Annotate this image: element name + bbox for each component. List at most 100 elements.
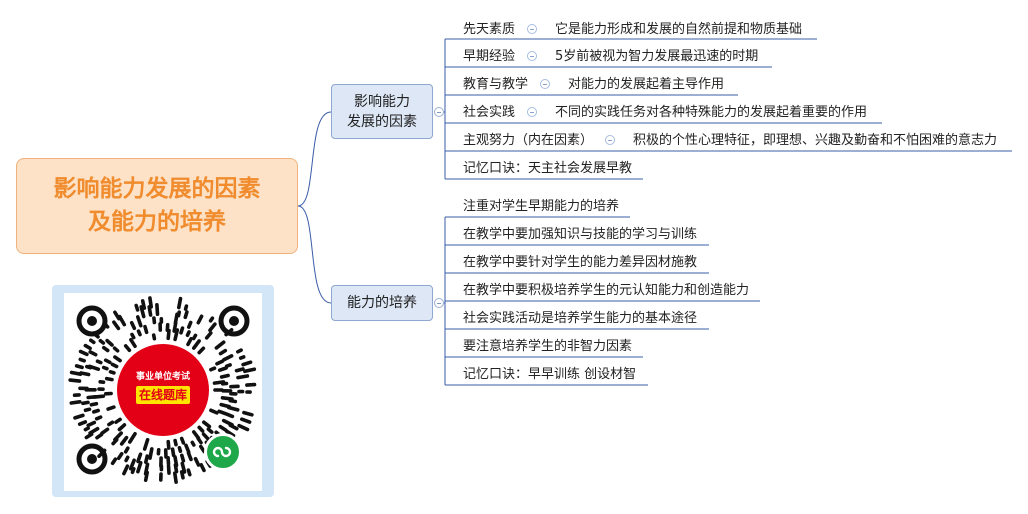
qr-dash [139, 305, 146, 319]
qr-dash [187, 320, 193, 329]
qr-dash [228, 398, 238, 404]
qr-dash [78, 357, 87, 363]
qr-dash [143, 470, 149, 482]
leaf-social-activity[interactable]: 社会实践活动是培养学生能力的基本途径 [463, 310, 697, 328]
qr-dash [122, 464, 130, 476]
leaf-note: 积极的个性心理特征，即理想、兴趣及勤奋和不怕困难的意志力 [633, 133, 998, 148]
collapse-icon[interactable] [605, 135, 616, 145]
qr-dash [142, 437, 150, 451]
qr-dash [106, 405, 116, 411]
collapse-icon[interactable] [540, 79, 551, 89]
qr-dash [218, 348, 228, 356]
qr-finder-ring [76, 443, 108, 475]
leaf-label: 社会实践活动是培养学生能力的基本途径 [463, 311, 698, 326]
leaf-innate-quality[interactable]: 先天素质它是能力形成和发展的自然前提和物质基础 [463, 21, 802, 39]
qr-dash [100, 427, 110, 435]
qr-dash [130, 467, 136, 475]
qr-dash [166, 439, 171, 450]
qr-dash [112, 346, 120, 353]
qr-dash [79, 371, 91, 377]
qr-dash [238, 355, 246, 360]
qr-dash [110, 362, 119, 369]
root-to-cultivation-line [297, 205, 332, 304]
qr-dash [147, 305, 153, 317]
qr-dash [117, 423, 127, 432]
qr-dash [208, 316, 215, 323]
qr-dash [245, 382, 257, 387]
qr-dash [128, 458, 136, 471]
leaf-label: 记忆口诀：早早训练 创设材智 [463, 367, 637, 382]
qr-dash [83, 343, 92, 351]
root-topic-line2: 及能力的培养 [88, 209, 226, 235]
qr-dash [186, 468, 192, 477]
qr-dash [173, 438, 178, 447]
qr-dash [123, 344, 132, 353]
collapse-icon[interactable] [527, 24, 538, 34]
collapse-icon[interactable] [527, 51, 538, 61]
qr-dash [208, 322, 217, 333]
qr-dash [222, 354, 234, 362]
collapse-icon[interactable] [434, 107, 444, 117]
collapse-icon[interactable] [527, 107, 538, 117]
qr-dash [196, 314, 204, 325]
qr-dash [202, 420, 212, 429]
root-topic[interactable]: 影响能力发展的因素 及能力的培养 [16, 158, 298, 254]
qr-dash [83, 407, 92, 413]
leaf-education[interactable]: 教育与教学对能力的发展起着主导作用 [463, 76, 724, 94]
qr-dash [136, 329, 142, 337]
leaf-metacognition[interactable]: 在教学中要积极培养学生的元认知能力和创造能力 [463, 282, 749, 300]
branch-factors[interactable]: 影响能力 发展的因素 [331, 84, 433, 139]
qr-dash [112, 320, 121, 331]
qr-dash [98, 338, 106, 345]
qr-dash [179, 326, 185, 335]
qr-dash [152, 316, 157, 325]
qr-dash [173, 328, 180, 342]
qr-dash [197, 425, 205, 433]
leaf-mnemonic-1[interactable]: 记忆口诀：天主社会发展早教 [463, 160, 632, 178]
qr-dash [83, 426, 91, 432]
qr-dash [69, 370, 83, 376]
qr-dash [74, 364, 84, 370]
qr-dash [179, 470, 185, 480]
leaf-social-practice[interactable]: 社会实践不同的实践任务对各种特殊能力的发展起着重要的作用 [463, 104, 867, 122]
qr-badge: 事业单位考试 在线题库 [129, 353, 197, 421]
qr-dash [209, 366, 217, 372]
qr-dash [226, 405, 240, 412]
qr-dash [129, 337, 137, 349]
leaf-knowledge-skill[interactable]: 在教学中要加强知识与技能的学习与训练 [463, 226, 697, 244]
qr-dash [155, 303, 160, 317]
leaf-early-ability[interactable]: 注重对学生早期能力的培养 [463, 198, 619, 216]
leaf-non-intellectual[interactable]: 要注意培养学生的非智力因素 [463, 338, 632, 356]
collapse-icon[interactable] [434, 298, 444, 308]
branch-factors-line1: 影响能力 [354, 93, 410, 110]
qr-dash [104, 376, 114, 382]
qr-pattern [68, 296, 257, 484]
qr-finder-ring [218, 305, 250, 337]
qr-dash [129, 320, 137, 331]
qr-dash [95, 432, 104, 440]
qr-finder-ring [76, 305, 108, 337]
qr-dash [84, 432, 94, 440]
qr-dash [199, 444, 206, 454]
qr-dash [136, 315, 143, 328]
qr-dash [89, 401, 99, 407]
branch-cultivation[interactable]: 能力的培养 [331, 285, 433, 321]
qr-dash [224, 412, 235, 419]
leaf-note: 它是能力形成和发展的自然前提和物质基础 [555, 22, 803, 37]
qr-dash [215, 359, 225, 366]
qr-dash [166, 328, 171, 341]
qr-dash [110, 457, 118, 466]
qr-dash [214, 340, 226, 350]
qr-code[interactable]: 事业单位考试 在线题库 [64, 293, 262, 491]
leaf-individual-difference[interactable]: 在教学中要针对学生的能力差异因材施教 [463, 254, 697, 272]
qr-dash [190, 440, 196, 447]
leaf-mnemonic-2[interactable]: 记忆口诀：早早训练 创设材智 [463, 366, 636, 384]
qr-dash [176, 310, 181, 318]
qr-dash [113, 310, 121, 321]
qr-dash [88, 350, 98, 357]
qr-dash [219, 373, 230, 379]
leaf-subjective-effort[interactable]: 主观努力（内在因素）积极的个性心理特征，即理想、兴趣及勤奋和不怕困难的意志力 [463, 132, 997, 150]
qr-dash [136, 452, 143, 464]
qr-dash [128, 432, 137, 444]
